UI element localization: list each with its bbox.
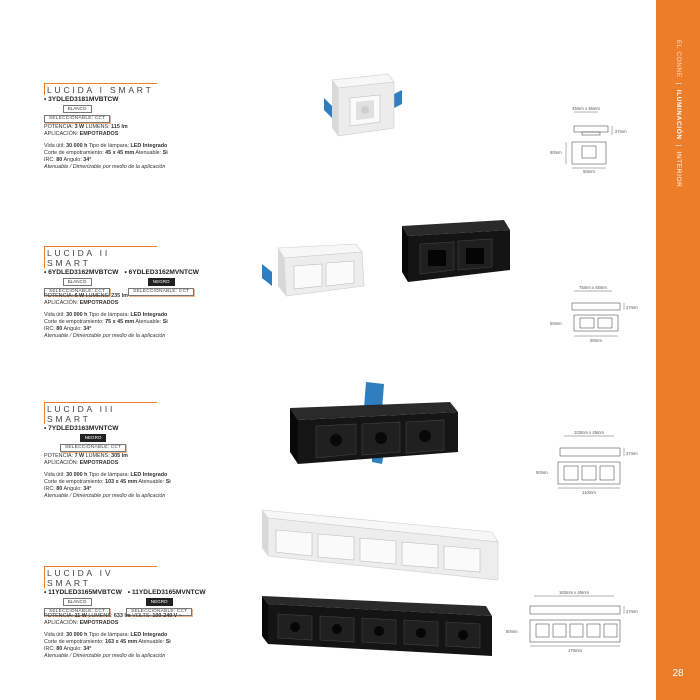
finish-badge: NEGRO	[145, 598, 173, 606]
spec-list: POTENCIA: 7 W LUMENS: 305 lm APLICACIÓN:…	[44, 453, 171, 499]
series-title: LUCIDA III SMART	[44, 402, 157, 424]
finish-badge: BLANCO	[62, 278, 92, 286]
dimension-drawing-lucida-i: 45mm x 45mm 50mm 50mm 27mm	[550, 106, 627, 174]
model-code: • 11YDLED3165MVNTCW	[127, 589, 206, 596]
cct-badge: SELECCIONABLE: CCT	[44, 115, 111, 123]
dim-side: 50mm	[536, 470, 548, 475]
dim-bottom: 170mm	[568, 648, 582, 653]
cct-badge: SELECCIONABLE: CCT	[126, 608, 193, 616]
series-title: LUCIDA II SMART	[44, 246, 157, 268]
product-photo-lucida-iv-black	[262, 596, 492, 656]
dimension-drawing-lucida-iv: 163mm x 45mm 50mm 170mm 27mm	[506, 590, 638, 653]
dimension-drawing-lucida-iii: 103mm x 45mm 50mm 110mm 27mm	[536, 430, 638, 495]
dim-right: 27mm	[626, 305, 638, 310]
side-section: ILUMINACIÓN	[675, 89, 682, 140]
model-code: • 3YDLED3181MVBTCW	[44, 96, 119, 103]
finish-badge: NEGRO	[147, 278, 175, 286]
product-photo-lucida-iv-white	[261, 509, 499, 581]
side-category-label: EL CONNE | ILUMINACIÓN | INTERIOR	[675, 40, 682, 188]
spec-list: POTENCIA: 6 W LUMENS: 235 lm APLICACIÓN:…	[44, 293, 168, 339]
dim-bottom: 50mm	[583, 169, 595, 174]
finish-badge: NEGRO	[79, 434, 107, 442]
dim-top: 163mm x 45mm	[559, 590, 590, 595]
model-code: • 6YDLED3162MVNTCW	[124, 269, 200, 276]
cct-badge: SELECCIONABLE: CCT	[44, 608, 111, 616]
cct-badge: SELECCIONABLE: CCT	[60, 444, 127, 452]
finish-badge: BLANCO	[62, 598, 92, 606]
side-band	[656, 0, 700, 700]
series-title: LUCIDA I SMART	[44, 83, 157, 95]
series-title: LUCIDA IV SMART	[44, 566, 157, 588]
dim-top: 45mm x 45mm	[572, 106, 600, 111]
model-code: • 11YDLED3165MVBTCW	[44, 589, 122, 596]
dim-right: 27mm	[626, 609, 638, 614]
dimension-drawing-lucida-ii: 75mm x 45mm 50mm 80mm 27mm	[550, 285, 638, 343]
side-category: EL CONNE	[675, 40, 682, 78]
dim-right: 27mm	[615, 129, 627, 134]
product-lucida-iv: LUCIDA IV SMART • 11YDLED3165MVBTCW • 11…	[44, 566, 244, 660]
spec-list: POTENCIA: 3 W LUMENS: 115 lm APLICACIÓN:…	[44, 124, 168, 170]
dim-bottom: 110mm	[582, 490, 596, 495]
dim-top: 103mm x 45mm	[574, 430, 605, 435]
dim-side: 50mm	[506, 629, 518, 634]
dim-side: 50mm	[550, 150, 562, 155]
product-photo-lucida-ii-black	[402, 220, 510, 282]
side-subsection: INTERIOR	[675, 151, 682, 188]
page-number: 28	[672, 668, 684, 679]
product-photo-lucida-iii	[290, 382, 458, 464]
product-lucida-i: LUCIDA I SMART • 3YDLED3181MVBTCW BLANCO…	[44, 83, 244, 171]
cct-badge: SELECCIONABLE: CCT	[44, 288, 111, 296]
product-photo-lucida-i	[324, 73, 402, 137]
product-lucida-ii: LUCIDA II SMART • 6YDLED3162MVBTCW • 6YD…	[44, 246, 244, 340]
model-code: • 6YDLED3162MVBTCW	[44, 269, 119, 276]
dim-right: 27mm	[626, 451, 638, 456]
dim-bottom: 80mm	[590, 338, 602, 343]
finish-badge: BLANCO	[62, 105, 92, 113]
spec-list: POTENCIA: 11 W LUMENS: 633 lm VOLTS: 100…	[44, 613, 182, 659]
dim-top: 75mm x 45mm	[579, 285, 607, 290]
model-code: • 7YDLED3163MVNTCW	[44, 425, 119, 432]
cct-badge: SELECCIONABLE: CCT	[128, 288, 195, 296]
dim-side: 50mm	[550, 321, 562, 326]
product-photo-lucida-ii-white	[262, 243, 365, 297]
product-lucida-iii: LUCIDA III SMART • 7YDLED3163MVNTCW NEGR…	[44, 402, 244, 500]
